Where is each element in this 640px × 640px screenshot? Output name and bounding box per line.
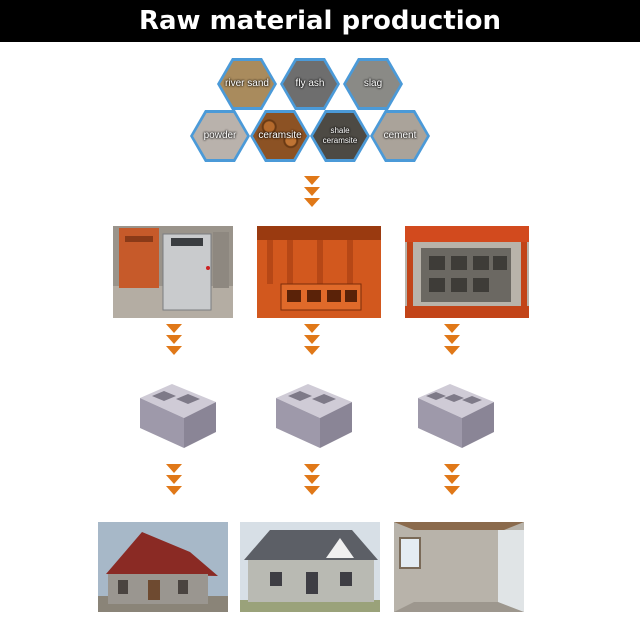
- material-label: powder: [203, 130, 237, 141]
- flow-arrow: [444, 464, 460, 497]
- flow-arrow: [444, 324, 460, 357]
- page-title: Raw material production: [138, 6, 502, 36]
- material-label: river sand: [225, 78, 269, 89]
- hollow-block-image: [138, 380, 218, 454]
- machine-block-output-photo: [405, 226, 529, 318]
- machine-control-cabinet-photo: [113, 226, 233, 318]
- material-river-sand: river sand: [217, 58, 277, 110]
- machine-mould-photo: [257, 226, 381, 318]
- header-banner: Raw material production: [0, 0, 640, 42]
- hollow-block-image: [274, 380, 354, 454]
- flow-arrow: [304, 324, 320, 357]
- material-label: fly ash: [295, 78, 325, 89]
- material-cement: cement: [370, 110, 430, 162]
- flow-arrow: [304, 176, 320, 209]
- material-ceramsite: ceramsite: [250, 110, 310, 162]
- house-grey-roof-photo: [240, 522, 380, 612]
- hollow-block-image: [416, 380, 496, 454]
- material-label: ceramsite: [258, 130, 302, 141]
- material-slag: slag: [343, 58, 403, 110]
- material-label: cement: [383, 130, 417, 141]
- flow-arrow: [304, 464, 320, 497]
- material-label: shale ceramsite: [322, 126, 358, 145]
- house-interior-photo: [394, 522, 524, 612]
- material-label: slag: [363, 78, 383, 89]
- flow-arrow: [166, 324, 182, 357]
- material-powder: powder: [190, 110, 250, 162]
- flow-arrow: [166, 464, 182, 497]
- house-red-roof-photo: [98, 522, 228, 612]
- material-fly-ash: fly ash: [280, 58, 340, 110]
- material-shale-ceramsite: shale ceramsite: [310, 110, 370, 162]
